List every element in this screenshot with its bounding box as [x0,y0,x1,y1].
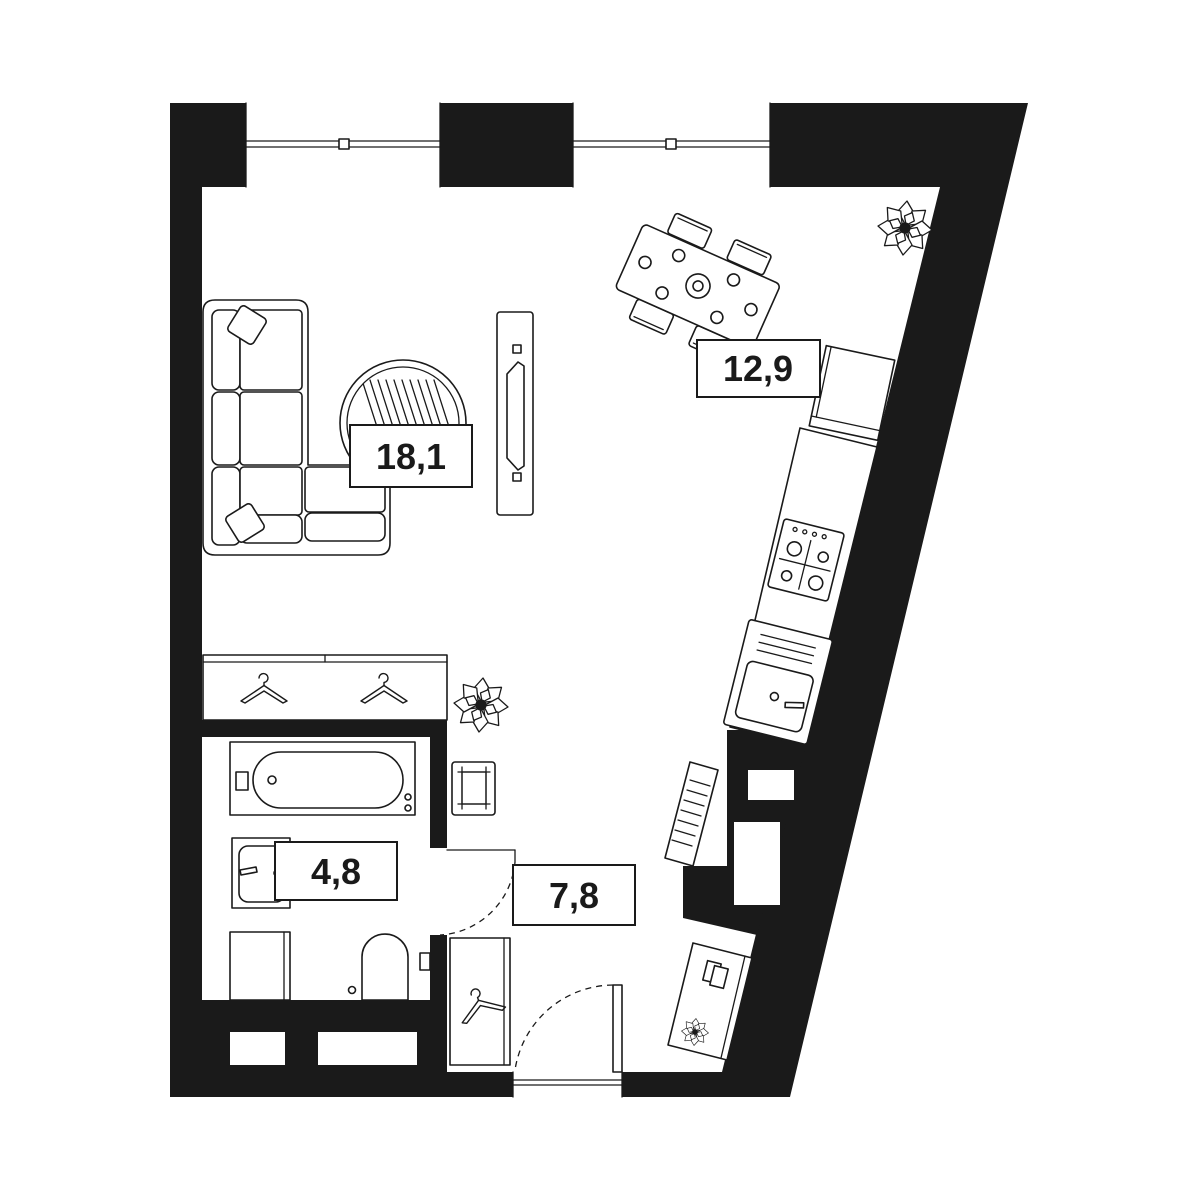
bathroom-area: 4,8 [311,851,361,892]
wall-bathroom-upper [430,720,447,848]
label-bathroom: 4,8 [274,841,398,901]
window-left [245,102,441,188]
hallway-console [667,942,753,1061]
exterior-wall [170,103,1028,1097]
living-room-area: 18,1 [376,436,446,477]
kitchen-area: 12,9 [723,348,793,389]
wardrobe-hallway [449,937,511,1066]
plant-icon [877,200,933,256]
window-right [572,102,771,188]
wardrobe-living [202,654,448,721]
dining-table-icon [615,212,780,362]
kitchen-sink-icon [723,619,833,745]
washing-machine-icon [229,931,291,1001]
vent-shaft-left [230,1032,285,1065]
wall-wardrobe-bathroom [202,720,447,737]
bathroom-cabinet [451,761,496,816]
entry-opening [512,1071,623,1098]
toilet-icon [347,933,431,1001]
bathtub-icon [229,741,416,816]
vent-shaft-middle [318,1032,417,1065]
tv-stand-icon [496,311,534,516]
fridge-icon [808,344,896,442]
bathroom-door [439,849,516,936]
label-kitchen: 12,9 [696,339,821,398]
entry-door [514,984,623,1073]
washbasin-icon [231,837,291,909]
plant-icon [453,677,509,733]
radiator-icon [664,761,719,867]
hallway-area: 7,8 [549,875,599,916]
label-living-room: 18,1 [349,424,473,488]
utility-shaft-right [683,730,810,935]
cooktop-icon [767,518,845,602]
label-hallway: 7,8 [512,864,636,926]
sofa-icon [202,299,391,556]
